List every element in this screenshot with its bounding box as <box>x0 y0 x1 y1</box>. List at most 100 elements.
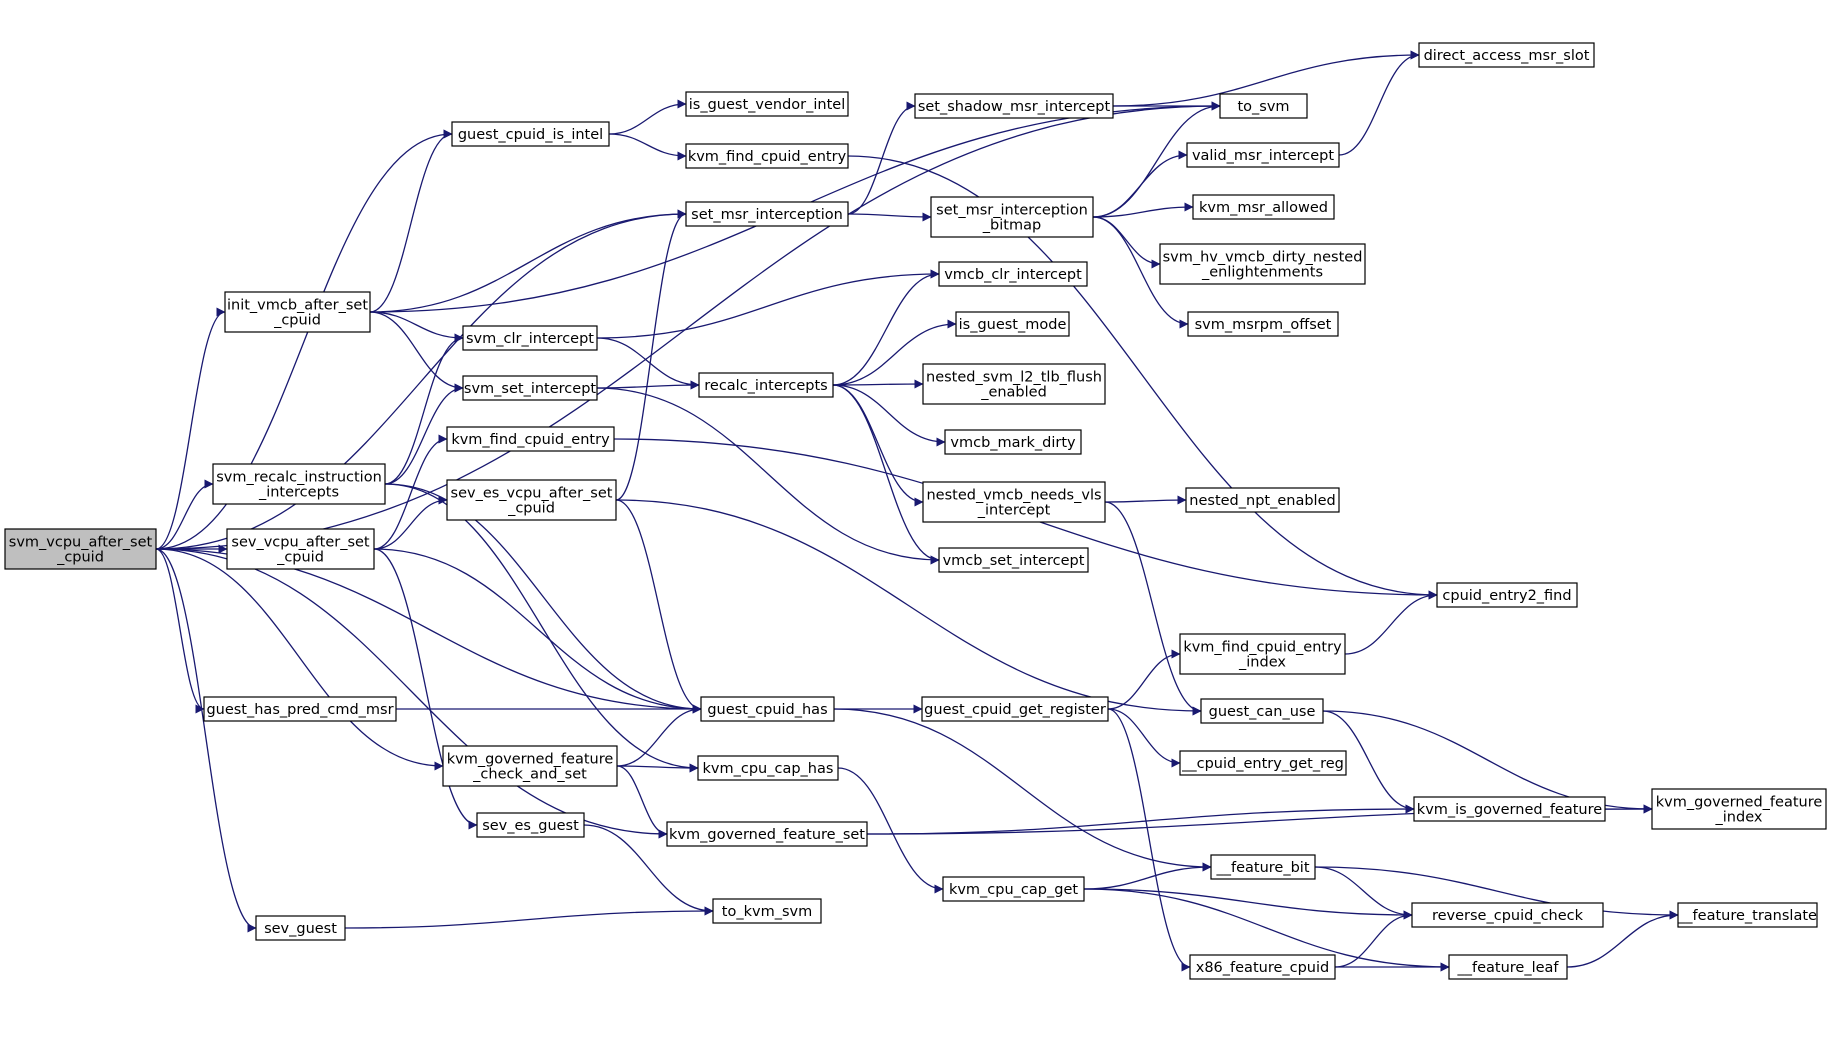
node-label: _cpuid <box>507 501 555 517</box>
edge-sev-es-guest-to-to-kvm-svm <box>583 824 714 916</box>
node-set-msr-interception[interactable]: set_msr_interception <box>685 201 849 227</box>
node-feature-leaf[interactable]: __feature_leaf <box>1448 954 1568 980</box>
node-nested-svm-l2-tlb-flush-enabled[interactable]: nested_svm_l2_tlb_flush_enabled <box>922 363 1106 405</box>
node-set-shadow-msr-intercept[interactable]: set_shadow_msr_intercept <box>914 93 1114 119</box>
node-kvm-find-cpuid-entry-a[interactable]: kvm_find_cpuid_entry <box>446 426 615 452</box>
edge-sev-vcpu-after-set-cpuid-to-sev-es-guest <box>373 548 478 830</box>
node-is-guest-mode[interactable]: is_guest_mode <box>955 311 1070 337</box>
node-cpuid-entry2-find[interactable]: cpuid_entry2_find <box>1436 582 1578 608</box>
edge-svm-vcpu-after-set-cpuid-to-sev-guest <box>155 548 257 933</box>
node-kvm-find-cpuid-entry-b[interactable]: kvm_find_cpuid_entry <box>685 143 849 169</box>
node-label: svm_hv_vmcb_dirty_nested <box>1163 250 1363 266</box>
node-cpuid-entry-get-reg[interactable]: __cpuid_entry_get_reg <box>1179 750 1347 776</box>
node-direct-access-msr-slot[interactable]: direct_access_msr_slot <box>1418 42 1595 68</box>
node-feature-bit[interactable]: __feature_bit <box>1210 854 1316 880</box>
edge-valid-msr-intercept-to-direct-access-msr-slot <box>1338 50 1420 156</box>
node-box <box>1677 902 1818 928</box>
node-svm-hv-vmcb-dirty-nested-enlightenments[interactable]: svm_hv_vmcb_dirty_nested_enlightenments <box>1159 243 1366 285</box>
node-box <box>700 696 835 722</box>
node-recalc-intercepts[interactable]: recalc_intercepts <box>698 372 834 398</box>
node-label: nested_vmcb_needs_vls <box>926 488 1101 504</box>
edge-svm-set-intercept-to-vmcb-set-intercept <box>596 387 940 565</box>
node-vmcb-mark-dirty[interactable]: vmcb_mark_dirty <box>944 429 1082 455</box>
node-label: valid_msr_intercept <box>1192 148 1334 164</box>
node-box <box>1189 954 1336 980</box>
node-label: _cpuid <box>273 313 321 329</box>
node-init-vmcb-after-set-cpuid[interactable]: init_vmcb_after_set_cpuid <box>224 291 371 333</box>
node-label: kvm_find_cpuid_entry <box>1183 640 1342 656</box>
node-svm-recalc-instruction-intercepts[interactable]: svm_recalc_instruction_intercepts <box>212 463 386 505</box>
node-label: is_guest_mode <box>959 317 1067 333</box>
node-nested-npt-enabled[interactable]: nested_npt_enabled <box>1185 487 1340 513</box>
node-box <box>1448 954 1568 980</box>
edge-kvm-cpu-cap-has-to-kvm-cpu-cap-get <box>837 767 944 894</box>
node-guest-cpuid-is-intel[interactable]: guest_cpuid_is_intel <box>451 121 610 147</box>
node-label: _intercepts <box>258 485 339 501</box>
node-label: svm_clr_intercept <box>466 331 594 347</box>
node-label: guest_cpuid_get_register <box>924 702 1106 718</box>
node-label: kvm_governed_feature_set <box>669 827 865 843</box>
edge-sev-vcpu-after-set-cpuid-to-sev-es-vcpu-after-set-cpuid <box>373 495 448 550</box>
node-label: to_svm <box>1237 99 1289 115</box>
node-svm-clr-intercept[interactable]: svm_clr_intercept <box>462 325 598 351</box>
node-kvm-msr-allowed[interactable]: kvm_msr_allowed <box>1192 194 1335 220</box>
node-sev-es-guest[interactable]: sev_es_guest <box>476 812 585 838</box>
node-box <box>1200 698 1324 724</box>
node-kvm-find-cpuid-entry-index[interactable]: kvm_find_cpuid_entry_index <box>1179 633 1346 675</box>
node-guest-cpuid-get-register[interactable]: guest_cpuid_get_register <box>921 696 1109 722</box>
node-vmcb-set-intercept[interactable]: vmcb_set_intercept <box>938 547 1089 573</box>
node-svm-msrpm-offset[interactable]: svm_msrpm_offset <box>1187 311 1339 337</box>
node-set-msr-interception-bitmap[interactable]: set_msr_interception_bitmap <box>930 196 1094 238</box>
node-to-kvm-svm[interactable]: to_kvm_svm <box>712 898 822 924</box>
node-box <box>446 479 617 521</box>
node-sev-guest[interactable]: sev_guest <box>255 915 346 941</box>
edge-kvm-cpu-cap-get-to-feature-leaf <box>1083 888 1450 972</box>
node-svm-set-intercept[interactable]: svm_set_intercept <box>462 375 598 401</box>
edge-sev-guest-to-to-kvm-svm <box>344 906 714 929</box>
node-x86-feature-cpuid[interactable]: x86_feature_cpuid <box>1189 954 1336 980</box>
node-box <box>203 696 397 722</box>
node-kvm-governed-feature-index[interactable]: kvm_governed_feature_index <box>1651 788 1827 830</box>
node-sev-es-vcpu-after-set-cpuid[interactable]: sev_es_vcpu_after_set_cpuid <box>446 479 617 521</box>
edge-feature-bit-to-feature-translate <box>1314 866 1679 920</box>
edge-recalc-intercepts-to-vmcb-set-intercept <box>832 384 940 565</box>
edge-svm-recalc-instruction-intercepts-to-guest-cpuid-has <box>384 483 702 714</box>
node-guest-cpuid-has[interactable]: guest_cpuid_has <box>700 696 835 722</box>
node-guest-can-use[interactable]: guest_can_use <box>1200 698 1324 724</box>
edge-feature-leaf-to-feature-translate <box>1566 910 1679 968</box>
edge-nested-vmcb-needs-vls-intercept-to-guest-can-use <box>1104 501 1202 716</box>
node-label: _enabled <box>980 385 1047 401</box>
node-kvm-governed-feature-set[interactable]: kvm_governed_feature_set <box>666 821 868 847</box>
edge-svm-vcpu-after-set-cpuid-to-svm-recalc-instruction-intercepts <box>155 479 214 550</box>
edge-svm-set-intercept-to-recalc-intercepts <box>596 380 700 390</box>
edge-init-vmcb-after-set-cpuid-to-svm-clr-intercept <box>369 311 464 343</box>
node-sev-vcpu-after-set-cpuid[interactable]: sev_vcpu_after_set_cpuid <box>226 528 375 570</box>
node-box <box>1185 487 1340 513</box>
edge-sev-vcpu-after-set-cpuid-to-guest-cpuid-has <box>373 548 702 714</box>
node-kvm-governed-feature-check-and-set[interactable]: kvm_governed_feature_check_and_set <box>442 745 618 787</box>
node-reverse-cpuid-check[interactable]: reverse_cpuid_check <box>1411 902 1604 928</box>
node-to-svm[interactable]: to_svm <box>1219 93 1308 119</box>
edge-recalc-intercepts-to-nested-svm-l2-tlb-flush-enabled <box>832 379 924 389</box>
node-kvm-cpu-cap-get[interactable]: kvm_cpu_cap_get <box>942 876 1085 902</box>
node-label: _enlightenments <box>1201 265 1323 281</box>
node-box <box>1219 93 1308 119</box>
edge-svm-recalc-instruction-intercepts-to-svm-set-intercept <box>384 383 464 485</box>
node-svm-vcpu-after-set-cpuid[interactable]: svm_vcpu_after_set_cpuid <box>4 528 157 570</box>
node-vmcb-clr-intercept[interactable]: vmcb_clr_intercept <box>938 261 1088 287</box>
node-nested-vmcb-needs-vls-intercept[interactable]: nested_vmcb_needs_vls_intercept <box>922 481 1106 523</box>
edge-nested-vmcb-needs-vls-intercept-to-nested-npt-enabled <box>1104 495 1187 505</box>
node-is-guest-vendor-intel[interactable]: is_guest_vendor_intel <box>685 91 849 117</box>
node-box <box>922 481 1106 523</box>
node-feature-translate[interactable]: __feature_translate <box>1677 902 1818 928</box>
node-guest-has-pred-cmd-msr[interactable]: guest_has_pred_cmd_msr <box>203 696 397 722</box>
node-kvm-cpu-cap-has[interactable]: kvm_cpu_cap_has <box>697 755 839 781</box>
node-box <box>930 196 1094 238</box>
node-label: guest_cpuid_is_intel <box>458 127 603 143</box>
node-valid-msr-intercept[interactable]: valid_msr_intercept <box>1186 142 1340 168</box>
node-box <box>255 915 346 941</box>
node-kvm-is-governed-feature[interactable]: kvm_is_governed_feature <box>1413 796 1606 822</box>
edge-kvm-governed-feature-check-and-set-to-guest-cpuid-has <box>616 704 702 767</box>
node-label: recalc_intercepts <box>704 378 827 394</box>
